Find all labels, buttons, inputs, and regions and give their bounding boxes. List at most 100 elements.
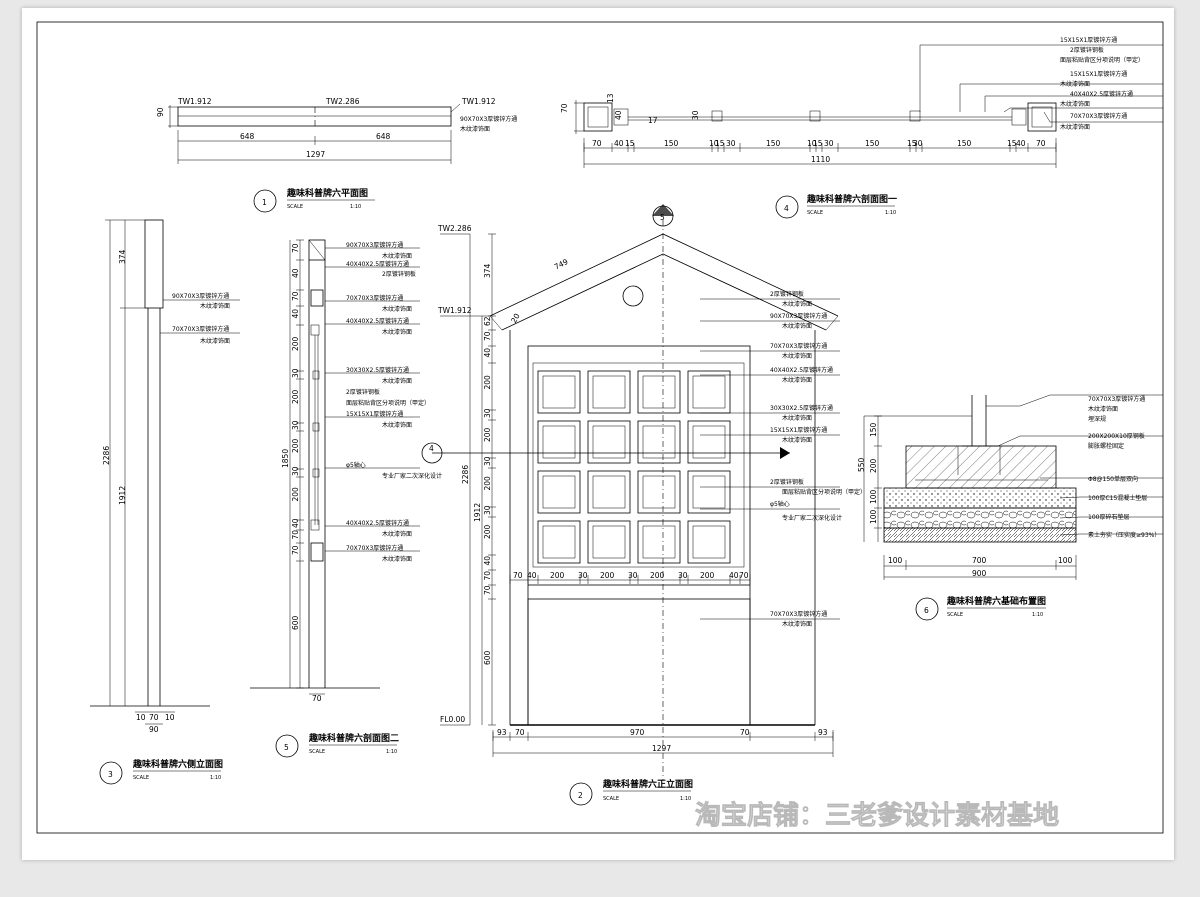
title-4-circle <box>775 195 799 219</box>
front-note-2: 90X70X3厚镀锌方通 <box>770 312 827 320</box>
front-note-6: 40X40X2.5厚镀锌方通 <box>770 366 833 374</box>
grid-panel-inner <box>692 375 726 409</box>
s2-note-15: 专业厂家二次深化设计 <box>382 472 442 480</box>
title-2-circle <box>569 782 593 806</box>
plan-view: 90 TW1.912 TW2.286 TW1.912 90X70X3厚镀锌方通 … <box>156 97 517 213</box>
s2-note-8: 30X30X2.5厚镀锌方通 <box>346 366 409 374</box>
front-left-dim-13: 70 <box>483 585 492 595</box>
s2-d70: 70 <box>312 694 322 703</box>
front-marker-top: 5 <box>660 213 665 222</box>
grid-panel-outer <box>587 420 631 464</box>
title-3-scale: SCALE <box>133 775 149 781</box>
grid-panel-inner <box>542 425 576 459</box>
side-d374: 374 <box>118 249 127 264</box>
front-left-dim-14: 600 <box>483 650 492 665</box>
s2-notes: 90X70X3厚镀锌方通木纹漆饰面40X40X2.5厚镀锌方通2厚镀锌钢板70X… <box>325 241 442 563</box>
s2-dim-11: 40 <box>291 518 300 528</box>
s1-small3: 30 <box>691 110 700 120</box>
s1-dim-2: 15 <box>625 139 635 148</box>
grid-panel-inner <box>692 425 726 459</box>
front-bottom-dim-3: 70 <box>740 728 750 737</box>
s2-note-13: 木纹漆饰面 <box>382 421 412 429</box>
front-bottom-dim-4: 93 <box>818 728 828 737</box>
watermark: 淘宝店铺：三老爹设计素材基地 <box>695 800 1059 831</box>
s2-d600: 600 <box>291 615 300 630</box>
grid-panel-outer <box>587 470 631 514</box>
front-note-10: 15X15X1厚镀锌方通 <box>770 426 827 434</box>
section-marker-4 <box>421 442 443 464</box>
plan-tw-left: TW1.912 <box>177 97 212 106</box>
s1-note-1: 2厚镀锌钢板 <box>1070 46 1104 54</box>
plan-tw-mid: TW2.286 <box>325 97 360 106</box>
s2-dim-7: 30 <box>291 420 300 430</box>
title-5-num: 5 <box>284 743 289 752</box>
fd-notes: 70X70X3厚镀锌方通木纹漆饰面埋深规200X200X10厚钢板膨胀螺栓固定Φ… <box>1088 395 1160 539</box>
front-bottom-dim-1: 70 <box>515 728 525 737</box>
fd-note-1: 木纹漆饰面 <box>1088 405 1118 413</box>
s1-dim-11: 150 <box>865 139 880 148</box>
fd-note-6: 100厚C15混凝土垫层 <box>1088 494 1147 502</box>
grid-panel-inner <box>592 525 626 559</box>
plan-d648b: 648 <box>376 132 391 141</box>
s2-dim-3: 40 <box>291 309 300 319</box>
fd-d900: 900 <box>972 569 987 578</box>
front-grid-dim-1: 40 <box>527 571 537 580</box>
title-3-num: 3 <box>108 770 113 779</box>
title-4-name: 趣味科普牌六剖面图一 <box>806 193 897 205</box>
fd-note-8: 素土夯实（压实度≥93%） <box>1088 531 1160 539</box>
plan-h90: 90 <box>156 107 165 117</box>
front-left-dim-3: 40 <box>483 348 492 358</box>
grid-panel-inner <box>642 525 676 559</box>
s2-note-3: 2厚镀锌钢板 <box>382 270 416 278</box>
s2-note-4: 70X70X3厚镀锌方通 <box>346 294 403 302</box>
s2-d1850: 1850 <box>281 449 290 468</box>
side-note-4: 木纹漆饰面 <box>200 337 230 345</box>
s1-dim-10: 30 <box>824 139 834 148</box>
s2-dim-0: 70 <box>291 243 300 253</box>
title-6-name: 趣味科普牌六基础布置图 <box>946 595 1046 607</box>
grid-panel-inner <box>592 375 626 409</box>
title-2-num: 2 <box>578 791 583 800</box>
s2-note-16: 40X40X2.5厚镀锌方通 <box>346 519 409 527</box>
s2-dim-2: 70 <box>291 291 300 301</box>
grid-panel-inner <box>542 525 576 559</box>
s2-note-1: 木纹漆饰面 <box>382 252 412 260</box>
s1-d1110: 1110 <box>811 155 830 164</box>
front-tw-top: TW2.286 <box>437 224 472 233</box>
front-left-dim-6: 200 <box>483 427 492 442</box>
front-d749: 749 <box>553 257 570 272</box>
s2-note-17: 木纹漆饰面 <box>382 530 412 538</box>
grid-panel-outer <box>537 470 581 514</box>
side-note-1: 90X70X3厚镀锌方通 <box>172 292 229 300</box>
s1-note-6: 木纹漆饰面 <box>1060 100 1090 108</box>
front-left-dim-7: 30 <box>483 456 492 466</box>
s1-dim-6: 30 <box>726 139 736 148</box>
front-grid-dim-0: 70 <box>513 571 523 580</box>
fd-d550: 550 <box>857 457 866 472</box>
front-grid-dim-3: 30 <box>578 571 588 580</box>
front-left-dim-4: 200 <box>483 375 492 390</box>
fd-b100a: 100 <box>888 556 903 565</box>
s2-note-19: 木纹漆饰面 <box>382 555 412 563</box>
title-6-ratio: 1:10 <box>1032 612 1043 618</box>
s2-dim-1: 40 <box>291 268 300 278</box>
title-6-num: 6 <box>924 606 929 615</box>
s1-dim-0: 70 <box>592 139 602 148</box>
s1-note-4: 木纹漆饰面 <box>1060 80 1090 88</box>
front-grid-dim-4: 200 <box>600 571 615 580</box>
grid-panel-inner <box>642 375 676 409</box>
title-2-scale: SCALE <box>603 796 619 802</box>
s2-note-5: 木纹漆饰面 <box>382 305 412 313</box>
title-6-scale: SCALE <box>947 612 963 618</box>
s1-note-0: 15X15X1厚镀锌方通 <box>1060 36 1117 44</box>
title-1-ratio: 1:10 <box>350 204 361 210</box>
side-d10a: 10 <box>136 713 146 722</box>
grid-frame <box>527 345 751 586</box>
title-5-circle <box>275 734 299 758</box>
plan-d1297: 1297 <box>306 150 325 159</box>
side-note-2: 木纹漆饰面 <box>200 302 230 310</box>
